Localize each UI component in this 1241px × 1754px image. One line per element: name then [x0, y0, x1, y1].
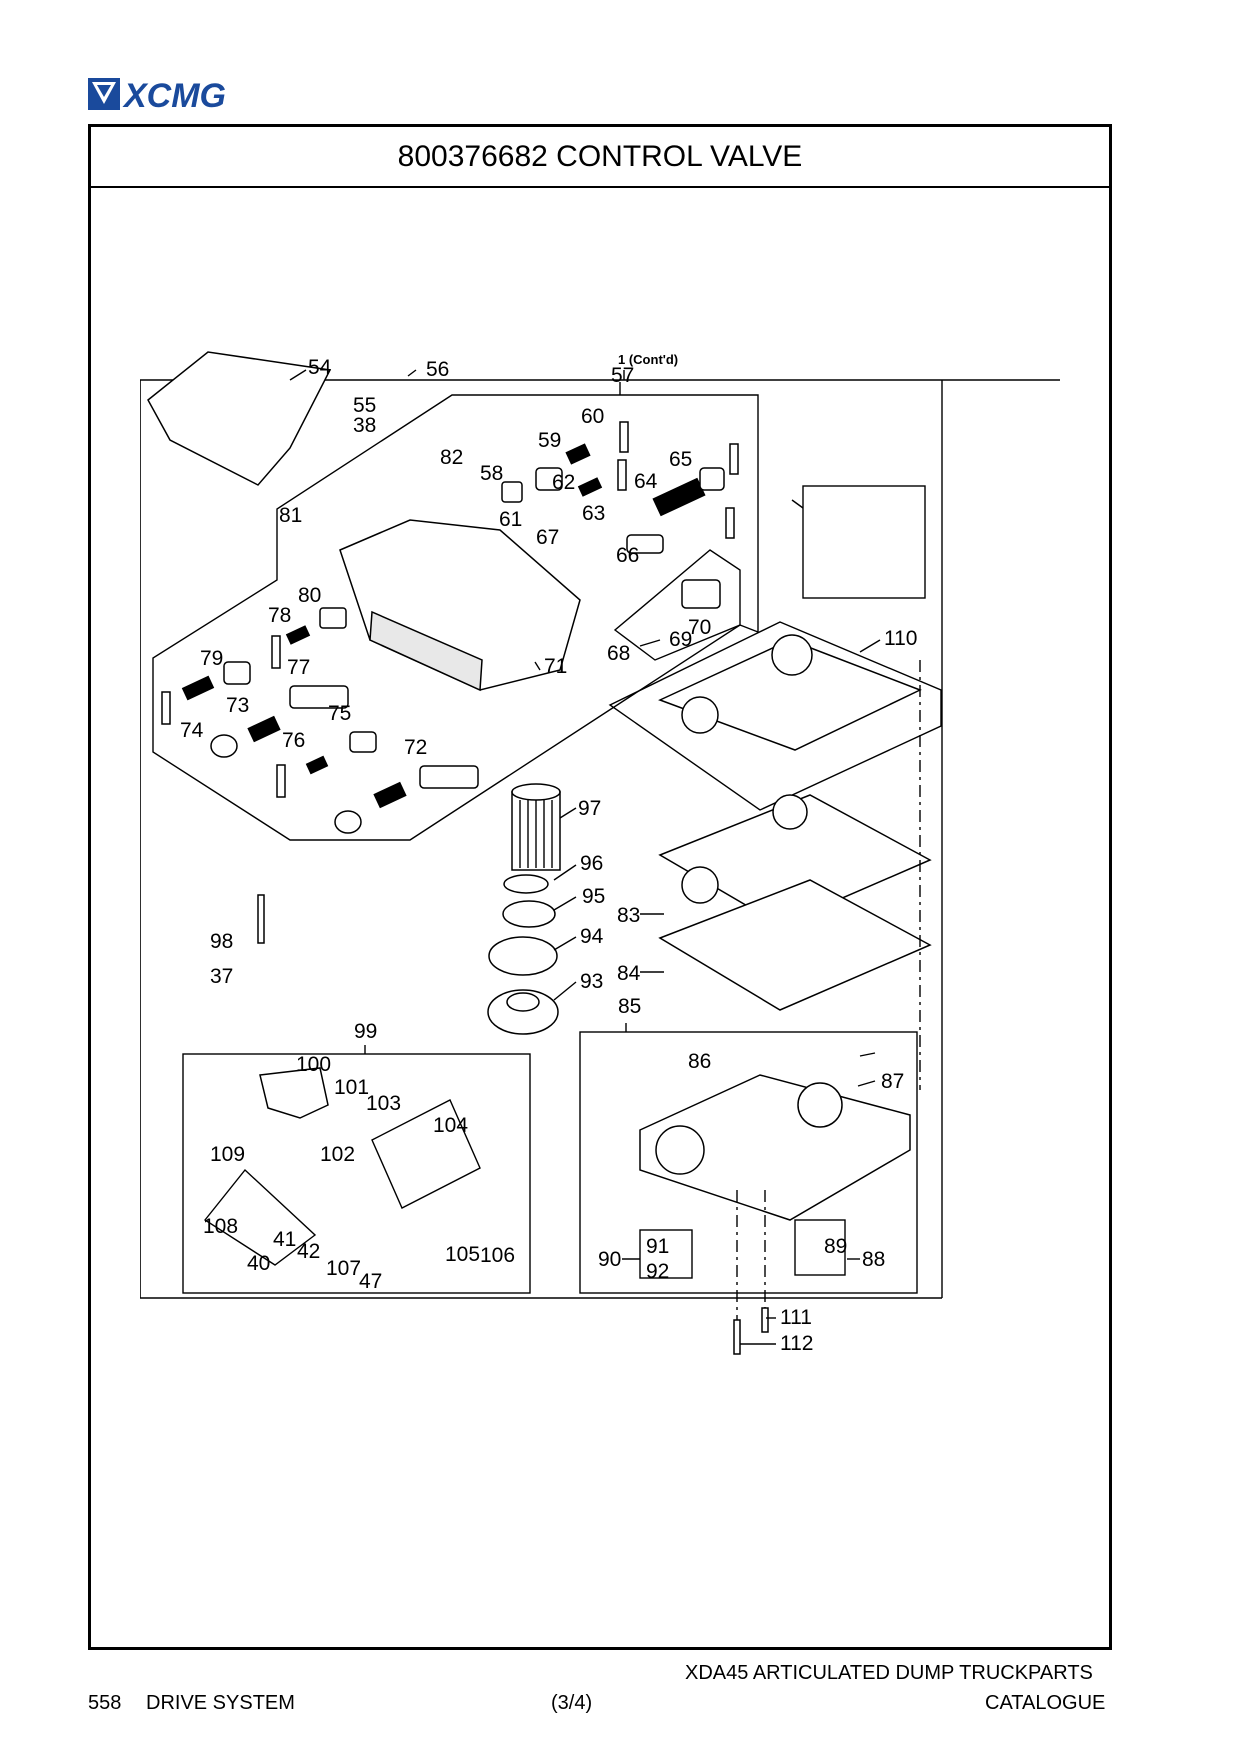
callout: 82: [440, 446, 463, 469]
callout: 70: [688, 616, 711, 639]
callout: 80: [298, 584, 321, 607]
callout: 108: [203, 1215, 238, 1238]
callout: 42: [297, 1240, 320, 1263]
callout-labels: 54 56 55 38 57 60 59 82 58 65 62 64 81 6…: [180, 356, 917, 1355]
callout: 102: [320, 1143, 355, 1166]
callout: 63: [582, 502, 605, 525]
gasket-94: [488, 936, 558, 976]
callout: 87: [881, 1070, 904, 1093]
spool-train-upper: [501, 443, 725, 609]
callout: 75: [328, 702, 351, 725]
xcmg-logo: XCMG: [88, 77, 226, 112]
callout: 73: [226, 694, 249, 717]
callout: 67: [536, 526, 559, 549]
spool-train-left: [161, 421, 739, 834]
catalogue-title-line2: CATALOGUE: [985, 1692, 1106, 1714]
callout: 91: [646, 1235, 669, 1258]
callout: 38: [353, 414, 376, 437]
callout: 110: [884, 627, 917, 650]
bolt-56b: [257, 894, 265, 944]
callout: 111: [780, 1306, 812, 1329]
callout: 107: [326, 1257, 361, 1280]
callout: 58: [480, 462, 503, 485]
separator-plate-54: [147, 351, 332, 486]
bolt-111: [761, 1307, 769, 1333]
callout: 84: [617, 962, 641, 985]
callout: 72: [404, 736, 427, 759]
page-number: 558: [88, 1692, 122, 1714]
sheet-indicator: (3/4): [551, 1692, 593, 1714]
callout: 47: [359, 1270, 382, 1293]
assembly-ref-label: 1 (Cont'd): [618, 352, 678, 367]
valve-block-100: [259, 1067, 329, 1119]
callout: 89: [824, 1235, 847, 1258]
callout: 79: [200, 647, 223, 670]
title-bar: 800376682 CONTROL VALVE: [91, 127, 1109, 188]
callout: 71: [544, 655, 567, 678]
callout: 78: [268, 604, 291, 627]
cover-93: [487, 989, 559, 1035]
drawing-frame: 800376682 CONTROL VALVE: [88, 124, 1112, 1650]
callout: 41: [273, 1228, 296, 1251]
callout: 112: [780, 1332, 813, 1355]
callout: 69: [669, 628, 692, 651]
callout: 104: [433, 1114, 468, 1137]
callout: 99: [354, 1020, 377, 1043]
callout: 98: [210, 930, 233, 953]
callout: 57: [611, 364, 634, 387]
callout: 92: [646, 1260, 669, 1283]
callout: 96: [580, 852, 603, 875]
callout: 64: [634, 470, 658, 493]
callout: 95: [582, 885, 605, 908]
callout: 40: [247, 1252, 270, 1275]
callout: 55: [353, 394, 376, 417]
callout: 74: [180, 719, 204, 742]
plate-84: [658, 879, 932, 1011]
callout: 61: [499, 508, 522, 531]
callout: 90: [598, 1248, 621, 1271]
callout: 60: [581, 405, 604, 428]
callout: 65: [669, 448, 692, 471]
callout: 66: [616, 544, 639, 567]
callout: 94: [580, 925, 604, 948]
callout: 62: [552, 471, 575, 494]
callout: 37: [210, 965, 233, 988]
callout: 77: [287, 656, 310, 679]
callout: 93: [580, 970, 603, 993]
leader-lines: [289, 369, 881, 1345]
callout: 86: [688, 1050, 711, 1073]
callout: 97: [578, 797, 601, 820]
bolt-112: [733, 1319, 741, 1355]
callout: 83: [617, 904, 640, 927]
callout: 54: [308, 356, 332, 379]
callout: 81: [279, 504, 302, 527]
plate-83: [658, 794, 932, 926]
callout: 109: [210, 1143, 245, 1166]
callout: 85: [618, 995, 641, 1018]
callout: 106: [480, 1244, 515, 1267]
callout: 101: [334, 1076, 369, 1099]
callout: 88: [862, 1248, 885, 1271]
section-name: DRIVE SYSTEM: [146, 1692, 295, 1714]
callout: 56: [426, 358, 449, 381]
callout: 76: [282, 729, 305, 752]
callout: 59: [538, 429, 561, 452]
brand-wordmark: XCMG: [122, 77, 226, 112]
catalogue-title-line1: XDA45 ARTICULATED DUMP TRUCKPARTS: [685, 1662, 1093, 1684]
exploded-parts-diagram: 1 (Cont'd): [140, 351, 1060, 1355]
callout: 103: [366, 1092, 401, 1115]
callout: 68: [607, 642, 630, 665]
page-title: 800376682 CONTROL VALVE: [397, 139, 803, 173]
callout: 100: [296, 1053, 331, 1076]
callout: 105: [445, 1243, 480, 1266]
solenoid-69: [681, 579, 721, 609]
housing-85: [639, 1074, 911, 1221]
